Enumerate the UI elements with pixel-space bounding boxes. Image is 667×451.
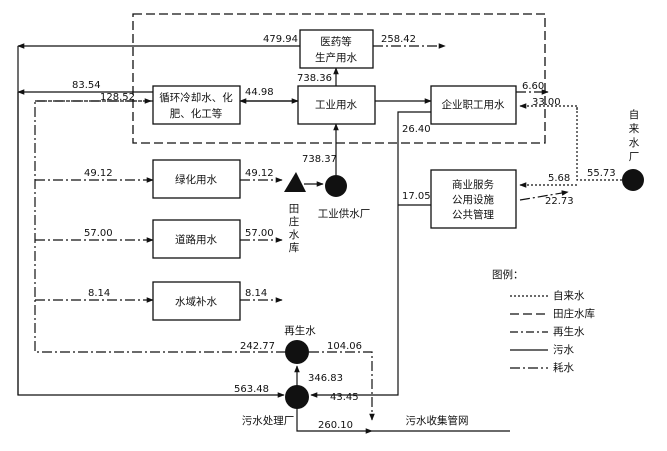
node-pharma-line1: 医药等 bbox=[320, 35, 352, 48]
legend-item-reclaimed: 再生水 bbox=[553, 325, 585, 338]
value-reclaimed-to-cooling: 128.52 bbox=[100, 92, 135, 103]
tap-plant-label-4: 厂 bbox=[629, 151, 640, 163]
flow-treatment-discharge bbox=[296, 408, 373, 434]
legend-item-wastewater: 污水 bbox=[553, 344, 574, 356]
wastewater-plant-icon bbox=[285, 385, 309, 409]
value-tap-to-commercial: 5.68 bbox=[548, 173, 570, 184]
node-industrial-water-label: 工业用水 bbox=[315, 99, 357, 111]
flow-tap-trunk bbox=[576, 106, 622, 181]
node-water-area bbox=[152, 281, 241, 321]
value-staff-to-sewer: 26.40 bbox=[402, 124, 431, 135]
value-cooling-out: 83.54 bbox=[72, 80, 101, 91]
value-road-consumption: 57.00 bbox=[245, 228, 274, 239]
tap-plant-label-3: 水 bbox=[629, 137, 640, 149]
flow-commercial-consumption bbox=[519, 190, 569, 201]
sewer-network-label: 污水收集管网 bbox=[406, 414, 469, 427]
value-reclaimed-return: 242.77 bbox=[240, 341, 275, 352]
reservoir-icon bbox=[284, 172, 306, 192]
value-pharma-consumption: 258.42 bbox=[381, 34, 416, 45]
tap-plant-label-2: 来 bbox=[629, 123, 640, 135]
value-water-area-consumption: 8.14 bbox=[245, 288, 267, 299]
node-road bbox=[152, 219, 241, 259]
node-commercial-line1: 商业服务 bbox=[452, 178, 494, 191]
reservoir-label-4: 库 bbox=[289, 241, 300, 254]
reservoir-label-1: 田 bbox=[289, 203, 300, 215]
reclaimed-icon bbox=[285, 340, 309, 364]
reclaimed-label: 再生水 bbox=[284, 324, 316, 337]
value-industrial-to-pharma: 738.36 bbox=[297, 73, 332, 84]
node-cooling bbox=[152, 85, 241, 125]
node-cooling-line1: 循环冷却水、化 bbox=[159, 91, 233, 104]
value-plant-to-industrial: 738.37 bbox=[302, 154, 337, 165]
value-commercial-to-sewer: 17.05 bbox=[402, 191, 431, 202]
value-wastewater-in: 563.48 bbox=[234, 384, 269, 395]
node-pharma bbox=[299, 29, 374, 69]
value-treatment-to-reclaimed: 346.83 bbox=[308, 373, 343, 384]
tap-plant-label-1: 自 bbox=[629, 108, 640, 121]
value-treatment-discharge: 260.10 bbox=[318, 420, 353, 431]
value-industrial-to-cooling: 44.98 bbox=[245, 87, 274, 98]
legend-title: 图例： bbox=[492, 268, 524, 281]
value-pharma-out: 479.94 bbox=[263, 34, 298, 45]
industrial-plant-label: 工业供水厂 bbox=[318, 207, 371, 220]
industrial-boundary bbox=[132, 13, 546, 144]
value-reclaimed-to-road: 57.00 bbox=[84, 228, 113, 239]
value-commercial-consumption: 22.73 bbox=[545, 196, 574, 207]
node-greening bbox=[152, 159, 241, 199]
value-tap-total: 55.73 bbox=[587, 168, 616, 179]
value-tap-to-staff: 33.00 bbox=[532, 97, 561, 108]
value-sewer-to-treatment: 43.45 bbox=[330, 392, 359, 403]
value-staff-consumption: 6.60 bbox=[522, 81, 544, 92]
value-greening-consumption: 49.12 bbox=[245, 168, 274, 179]
node-commercial-line3: 公共管理 bbox=[452, 208, 494, 221]
legend-item-reservoir: 田庄水库 bbox=[553, 307, 595, 320]
legend-item-tap: 自来水 bbox=[553, 289, 585, 302]
value-reclaimed-to-sewer: 104.06 bbox=[327, 341, 362, 352]
node-commercial-line2: 公用设施 bbox=[452, 193, 494, 206]
wastewater-plant-label: 污水处理厂 bbox=[242, 415, 295, 427]
node-commercial bbox=[430, 169, 517, 229]
reservoir-label-3: 水 bbox=[289, 229, 300, 241]
flow-reclaimed-to-sewer bbox=[309, 351, 375, 421]
tap-plant-icon bbox=[622, 169, 644, 191]
node-road-label: 道路用水 bbox=[175, 233, 217, 246]
node-water-area-label: 水域补水 bbox=[175, 295, 217, 308]
value-reclaimed-to-water-area: 8.14 bbox=[88, 288, 110, 299]
value-reclaimed-to-greening: 49.12 bbox=[84, 168, 113, 179]
node-cooling-line2: 肥、化工等 bbox=[170, 107, 223, 120]
node-enterprise-staff-label: 企业职工用水 bbox=[442, 98, 505, 111]
node-pharma-line2: 生产用水 bbox=[315, 51, 357, 64]
node-industrial-water bbox=[297, 85, 376, 125]
reservoir-label-2: 庄 bbox=[289, 215, 300, 228]
legend: 图例： 自来水 田庄水库 再生水 污水 耗水 bbox=[492, 268, 595, 374]
node-enterprise-staff bbox=[430, 85, 517, 125]
industrial-plant-icon bbox=[325, 175, 347, 197]
legend-item-consumption: 耗水 bbox=[553, 362, 574, 374]
flow-staff-to-sewer bbox=[372, 111, 431, 396]
node-greening-label: 绿化用水 bbox=[175, 173, 217, 186]
